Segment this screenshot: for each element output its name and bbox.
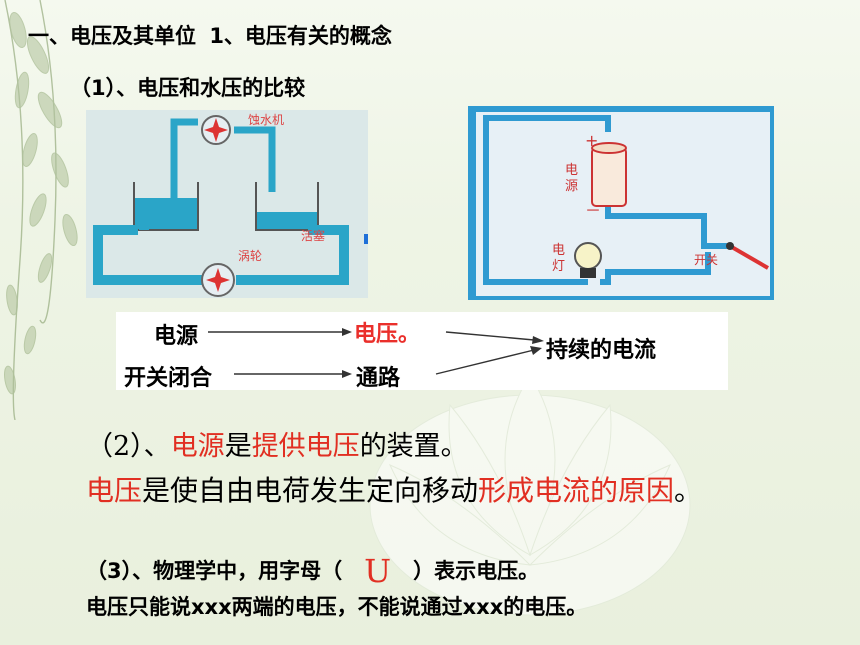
- paragraph-4: 电压只能说xxx两端的电压，不能说通过xxx的电压。: [86, 595, 588, 619]
- p2b-mid: 是使自由电荷发生定向移动: [142, 474, 479, 507]
- lamp-icon: [574, 242, 602, 270]
- flow-left-top: 电源: [154, 324, 199, 349]
- p2b-red2: 形成电流的原因: [478, 474, 675, 507]
- flow-middle-top: 电压。: [354, 322, 421, 347]
- p3-suffix: ）表示电压。: [413, 559, 540, 583]
- circuit-figure: + － 电 源 电 灯 开关: [468, 106, 774, 300]
- p2-mid1: 是: [224, 431, 252, 462]
- heading-part2: 1、电压有关的概念: [209, 24, 392, 48]
- willow-decoration: [4, 0, 78, 420]
- flow-left-bottom: 开关闭合: [124, 366, 213, 391]
- label-source-2: 源: [565, 179, 578, 194]
- label-switch: 开关: [694, 253, 718, 267]
- p2-red1: 电源: [170, 431, 225, 462]
- label-minus: －: [585, 201, 601, 220]
- flow-right: 持续的电流: [546, 338, 657, 363]
- p2-prefix: （2）、: [86, 431, 171, 462]
- label-turbine: 蚀水机: [248, 113, 284, 127]
- p2b-red1: 电压: [86, 474, 143, 507]
- label-plus: +: [585, 131, 598, 150]
- label-pump: 涡轮: [238, 249, 262, 263]
- label-lamp-2: 灯: [552, 259, 565, 274]
- lotus-decoration: [369, 374, 691, 616]
- paragraph-3: （3）、物理学中，用字母（ U ）表示电压。: [86, 548, 540, 590]
- label-source-1: 电: [565, 163, 578, 178]
- switch-icon: [728, 244, 770, 270]
- battery-icon: [591, 147, 627, 207]
- paragraph-2b: 电压是使自由电荷发生定向移动形成电流的原因。: [86, 474, 702, 508]
- subheading-1: （1）、电压和水压的比较: [70, 76, 306, 100]
- paragraph-2: （2）、电源是提供电压的装置。: [86, 430, 468, 464]
- water-analogy-figure: 蚀水机 活塞 涡轮: [86, 110, 368, 298]
- flow-middle-bottom: 通路: [356, 366, 401, 391]
- causal-flow-figure: 电源 电压。 开关闭合 通路 持续的电流: [116, 312, 728, 391]
- valve-icon: [364, 234, 368, 244]
- label-lamp-1: 电: [552, 243, 565, 258]
- p3-prefix: （3）、物理学中，用字母（: [86, 559, 343, 583]
- heading-part1: 一、电压及其单位: [28, 24, 196, 48]
- flow-arrows: [208, 328, 544, 378]
- p2-mid2: 的装置。: [359, 431, 468, 462]
- p2b-end: 。: [674, 474, 703, 507]
- label-valve: 活塞: [301, 228, 325, 243]
- water-diagram: 蚀水机 活塞 涡轮: [86, 110, 368, 298]
- p3-symbol: U: [364, 552, 392, 590]
- circuit-diagram: + － 电 源 电 灯 开关: [468, 106, 774, 300]
- section-heading: 一、电压及其单位 1、电压有关的概念: [28, 20, 398, 50]
- p2-red2: 提供电压: [251, 431, 360, 462]
